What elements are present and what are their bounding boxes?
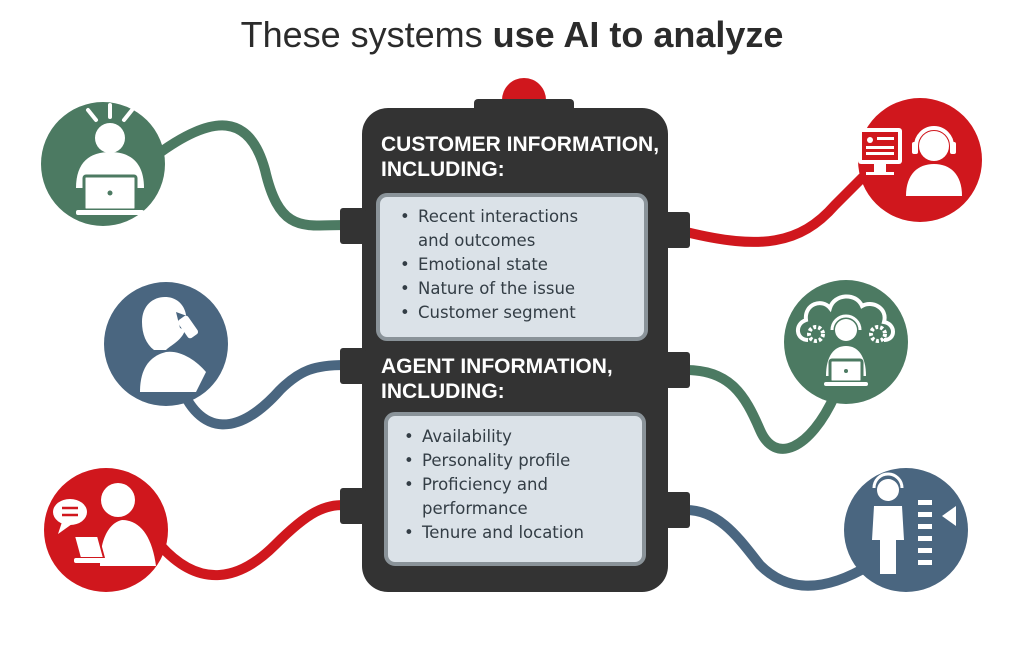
customer-heading-line2: INCLUDING: — [381, 158, 505, 181]
person-chat-laptop-icon — [44, 468, 168, 592]
title-light: These systems — [240, 14, 493, 55]
cable-left-bottom — [155, 500, 350, 581]
connector-left-3 — [340, 488, 366, 524]
customer-heading-line1: CUSTOMER INFORMATION, — [381, 133, 660, 156]
list-item-line: Emotional state — [418, 255, 548, 274]
cable-right-top — [681, 165, 875, 247]
list-item: Recent interactions and outcomes — [398, 205, 634, 253]
connector-right-2 — [664, 352, 690, 388]
customer-info-list: Recent interactions and outcomesEmotional… — [398, 205, 634, 325]
list-item-line: Recent interactions — [418, 207, 579, 226]
agent-heading-line2: INCLUDING: — [381, 380, 505, 403]
list-item-line: performance — [422, 499, 528, 518]
list-item-line: Availability — [422, 427, 512, 446]
connector-right-3 — [664, 492, 690, 528]
agent-info-list: AvailabilityPersonality profileProficien… — [402, 425, 636, 545]
list-item-line: Tenure and location — [422, 523, 584, 542]
agent-heading-line1: AGENT INFORMATION, — [381, 355, 613, 378]
page-title: These systems use AI to analyze — [0, 14, 1024, 56]
person-on-phone-icon — [104, 282, 228, 406]
customer-heading: CUSTOMER INFORMATION, INCLUDING: — [381, 132, 659, 182]
list-item: Tenure and location — [402, 521, 636, 545]
cable-right-mid — [681, 365, 840, 454]
agent-at-monitor-icon — [858, 98, 982, 222]
list-item: Emotional state — [398, 253, 634, 277]
list-item-line: Customer segment — [418, 303, 576, 322]
list-item: Customer segment — [398, 301, 634, 325]
agent-headset-queue-icon — [844, 468, 968, 592]
cable-right-bottom — [681, 505, 875, 591]
cable-left-mid — [173, 360, 350, 430]
list-item: Availability — [402, 425, 636, 449]
list-item: Personality profile — [402, 449, 636, 473]
list-item-line: Proficiency and — [422, 475, 548, 494]
list-item-line: Nature of the issue — [418, 279, 576, 298]
connector-left-1 — [340, 208, 366, 244]
device-indicator-light — [502, 78, 546, 100]
stressed-person-laptop-icon — [41, 102, 165, 226]
title-bold: use AI to analyze — [492, 14, 784, 55]
list-item-line: and outcomes — [418, 231, 536, 250]
connector-left-2 — [340, 348, 366, 384]
list-item: Proficiency and performance — [402, 473, 636, 521]
list-item-line: Personality profile — [422, 451, 571, 470]
agent-cloud-gears-icon — [784, 280, 908, 404]
list-item: Nature of the issue — [398, 277, 634, 301]
connector-right-1 — [664, 212, 690, 248]
cable-left-top — [145, 120, 350, 231]
agent-heading: AGENT INFORMATION, INCLUDING: — [381, 354, 613, 404]
